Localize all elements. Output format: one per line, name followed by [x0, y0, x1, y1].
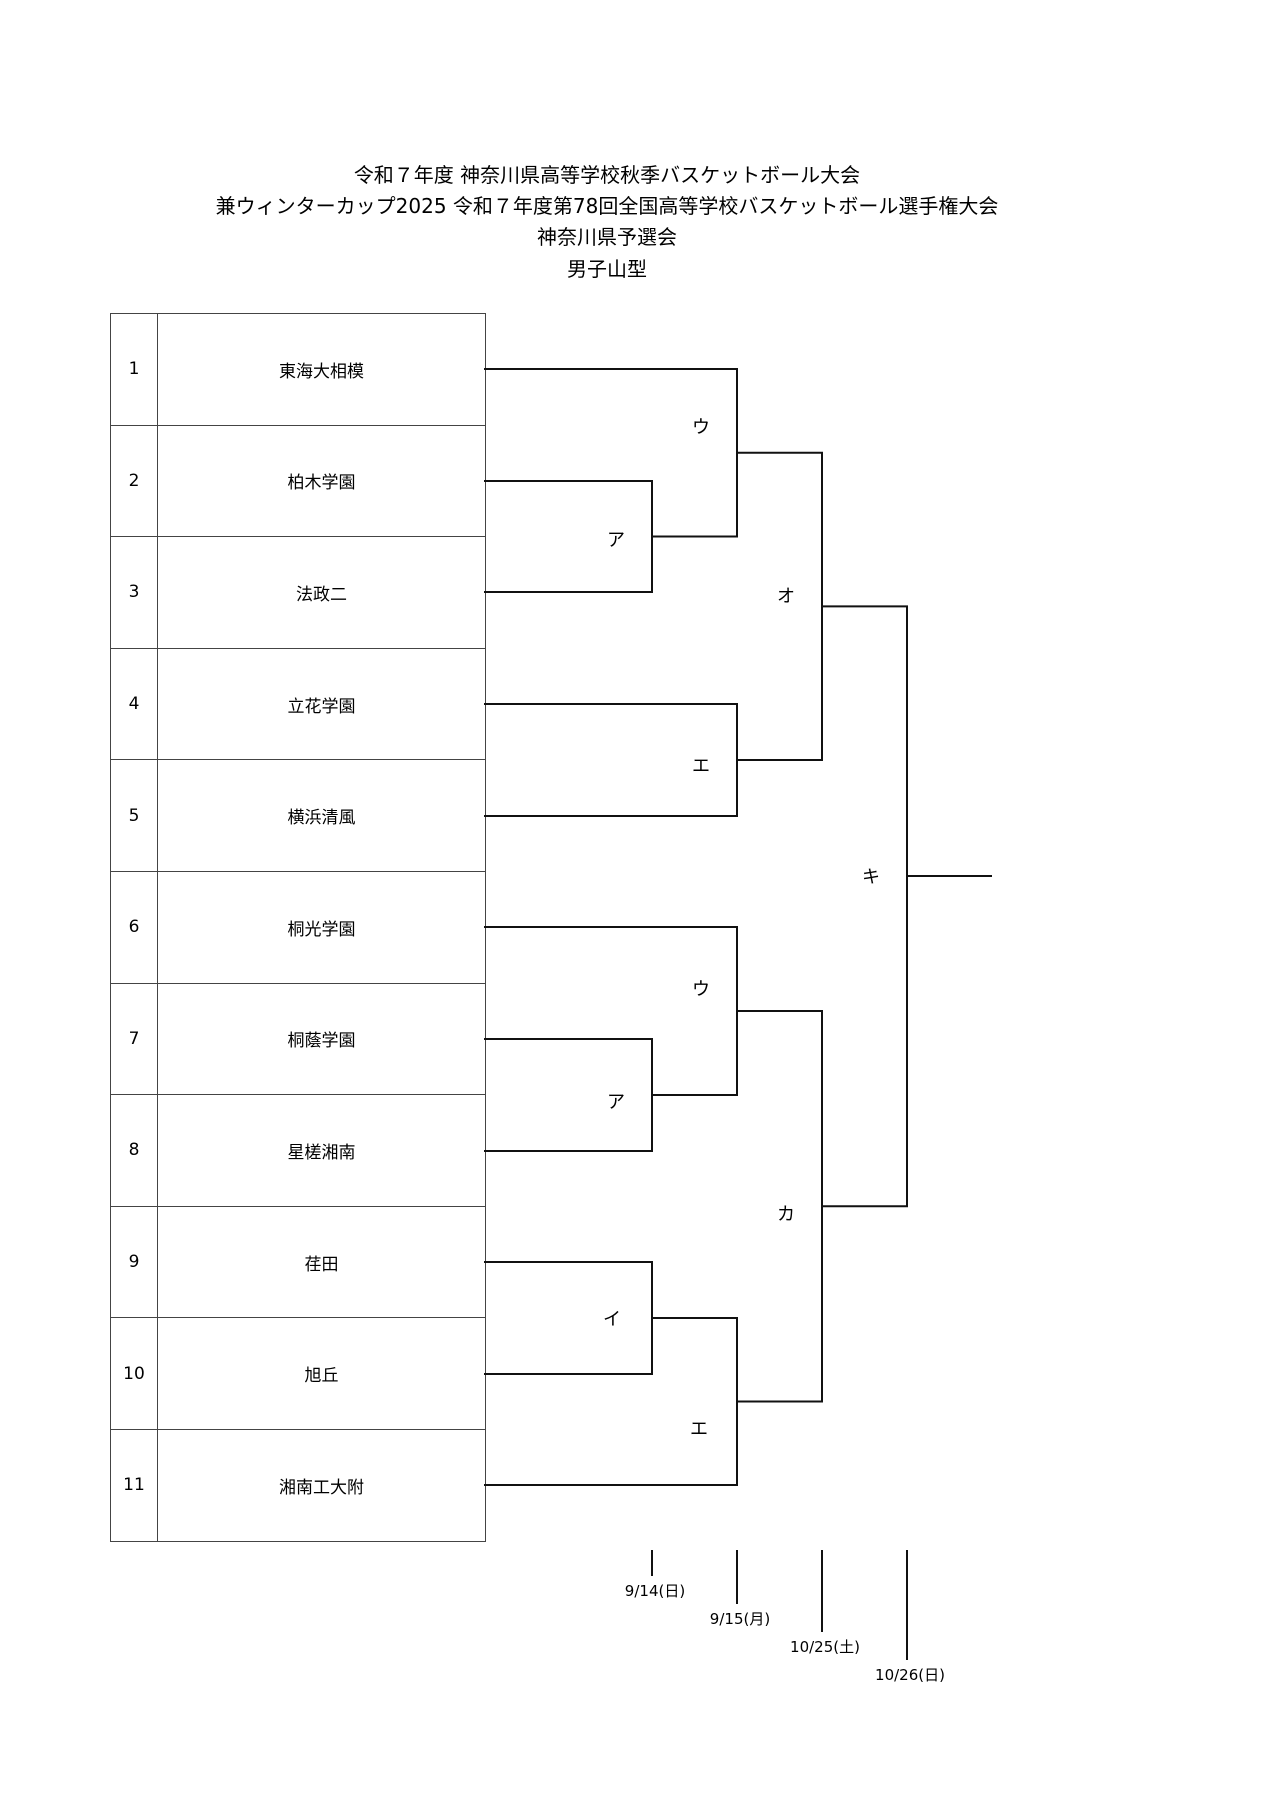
- game-label-o: オ: [777, 586, 795, 607]
- date-round-1: 9/14(日): [624, 1582, 686, 1600]
- game-label-bot-u: ウ: [692, 979, 710, 1000]
- team-name: 旭丘: [157, 1317, 486, 1430]
- team-name: 柏木学園: [157, 424, 486, 538]
- team-name: 星槎湘南: [157, 1094, 486, 1207]
- team-name: 桐蔭学園: [157, 982, 486, 1096]
- game-label-ka: カ: [777, 1204, 795, 1225]
- bracket-bot-a: [484, 1038, 653, 1152]
- game-label-top-u: ウ: [692, 417, 710, 438]
- title-line-1: 令和７年度 神奈川県高等学校秋季バスケットボール大会: [353, 163, 861, 187]
- bracket-bot-e: [484, 1317, 738, 1486]
- game-label-top-e: エ: [692, 756, 710, 777]
- seed-number: 3: [110, 536, 158, 649]
- game-label-bot-a: ア: [607, 1092, 625, 1113]
- bracket-bot-i: [484, 1261, 653, 1375]
- bracket-top-a: [484, 480, 653, 593]
- date-round-4: 10/26(日): [875, 1666, 945, 1684]
- game-label-bot-e: エ: [690, 1419, 708, 1440]
- date-round-3: 10/25(土): [790, 1638, 860, 1656]
- bracket-bot-u: [484, 926, 738, 1096]
- game-label-bot-i: イ: [603, 1309, 621, 1330]
- title-line-3: 神奈川県予選会: [537, 225, 677, 249]
- title-line-4: 男子山型: [567, 257, 647, 281]
- date-round-2: 9/15(月): [709, 1610, 771, 1628]
- seed-number: 2: [110, 424, 158, 538]
- team-name: 桐光学園: [157, 870, 486, 984]
- game-label-ki: キ: [862, 867, 880, 888]
- seed-number: 5: [110, 759, 158, 872]
- team-name: 湘南工大附: [157, 1428, 486, 1542]
- title-line-2: 兼ウィンターカップ2025 令和７年度第78回全国高等学校バスケットボール選手権…: [215, 194, 999, 218]
- bracket-top-u: [484, 368, 738, 538]
- seed-number: 11: [110, 1428, 158, 1542]
- seed-number: 6: [110, 870, 158, 984]
- bracket-ki: [822, 605, 908, 1208]
- game-label-top-a: ア: [607, 530, 625, 551]
